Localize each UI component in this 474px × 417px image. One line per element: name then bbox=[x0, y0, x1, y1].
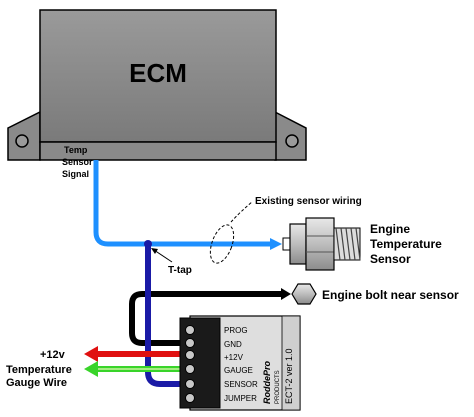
sensor-tap-wire bbox=[145, 244, 195, 387]
ground-wire bbox=[129, 291, 282, 346]
engine-bolt-icon bbox=[291, 283, 317, 305]
module-branding: RoddePro PRODUCTS ECT-2 ver 1.0 bbox=[262, 348, 294, 404]
terminal-screw-icon bbox=[185, 338, 195, 348]
signal-wire bbox=[93, 160, 272, 247]
temp-signal-label-2: Sensor bbox=[62, 157, 93, 167]
mount-bolt-right-icon bbox=[285, 134, 299, 148]
t-tap-junction bbox=[144, 240, 152, 248]
existing-wiring-label: Existing sensor wiring bbox=[255, 196, 362, 207]
terminal-screws bbox=[185, 325, 195, 403]
temp-signal-label-3: Signal bbox=[62, 169, 89, 179]
terminal-screw-icon bbox=[185, 325, 195, 335]
ground-wire-arrowhead bbox=[281, 288, 291, 300]
t-tap-label: T-tap bbox=[168, 265, 192, 276]
sensor-connector bbox=[289, 223, 307, 265]
engine-sensor-label-1: Engine bbox=[370, 222, 410, 236]
sensor-threads bbox=[335, 227, 361, 261]
engine-bolt-label: Engine bolt near sensor bbox=[322, 288, 459, 302]
pin-label-gauge: GAUGE bbox=[224, 366, 253, 375]
gauge-wire-arrowhead bbox=[84, 361, 98, 377]
module-right-face bbox=[281, 315, 301, 411]
sensor-hex bbox=[305, 217, 335, 271]
t-tap-pointer-head bbox=[151, 248, 158, 254]
pin-label-gnd: GND bbox=[224, 340, 242, 349]
terminal-screw-icon bbox=[185, 350, 195, 360]
module-brand: RoddePro bbox=[262, 360, 272, 404]
pin-label-12v: +12V bbox=[224, 353, 244, 362]
module-brand-sub: PRODUCTS bbox=[275, 370, 281, 404]
engine-temperature-sensor bbox=[282, 217, 361, 271]
gauge-wire-label-1: Temperature bbox=[6, 364, 72, 376]
engine-sensor-label-3: Sensor bbox=[370, 252, 411, 266]
existing-wiring-loop bbox=[209, 224, 235, 264]
ect2-module: PROG GND +12V GAUGE SENSOR JUMPER RoddeP… bbox=[179, 315, 301, 411]
temp-signal-label-1: Temp bbox=[64, 145, 88, 155]
signal-wire-arrowhead bbox=[270, 238, 282, 250]
existing-wiring-pointer bbox=[230, 201, 253, 223]
t-tap-pointer bbox=[153, 249, 173, 263]
plus12-label: +12v bbox=[40, 349, 66, 361]
ecm-unit: ECM bbox=[7, 9, 307, 161]
pin-label-sensor: SENSOR bbox=[224, 380, 258, 389]
power-wire-arrowhead bbox=[84, 346, 98, 362]
gauge-wire-label-2: Gauge Wire bbox=[6, 377, 67, 389]
terminal-screw-icon bbox=[185, 393, 195, 403]
ecm-label: ECM bbox=[129, 58, 187, 88]
terminal-screw-icon bbox=[185, 364, 195, 374]
mount-bolt-left-icon bbox=[15, 134, 29, 148]
engine-sensor-label-2: Temperature bbox=[370, 237, 442, 251]
pin-label-prog: PROG bbox=[224, 326, 248, 335]
ecm-lower-shelf bbox=[39, 141, 277, 161]
terminal-screw-icon bbox=[185, 379, 195, 389]
module-model: ECT-2 ver 1.0 bbox=[284, 348, 294, 404]
pin-label-jumper: JUMPER bbox=[224, 394, 257, 403]
ecm-body bbox=[39, 9, 277, 143]
